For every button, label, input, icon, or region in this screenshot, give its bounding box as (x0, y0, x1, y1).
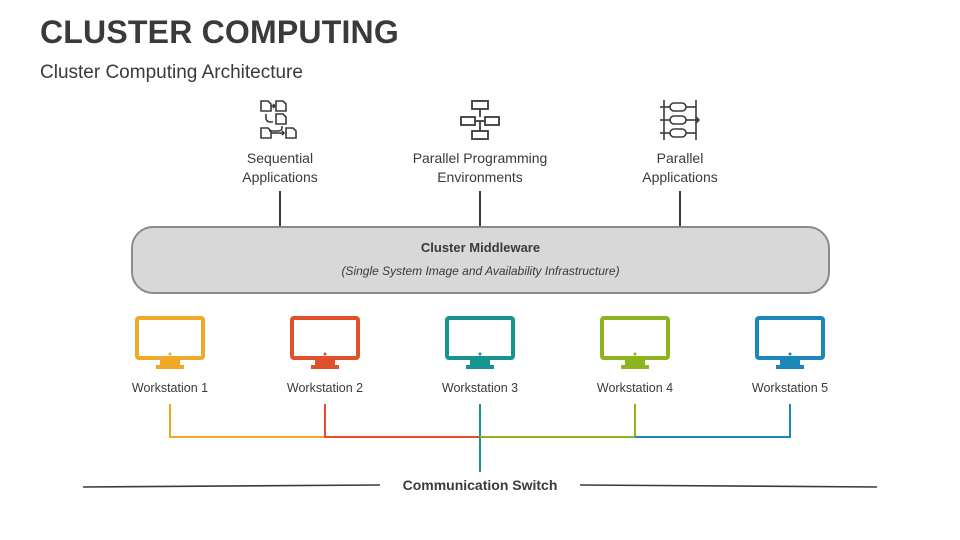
monitor-icon (290, 316, 360, 369)
monitor-icon (135, 316, 205, 369)
communication-switch-label: Communication Switch (402, 477, 558, 493)
workstation-label: Workstation 2 (286, 381, 364, 395)
workstation-label: Workstation 1 (131, 381, 209, 395)
layer-label-parallel-applications: Parallel Applications (580, 149, 780, 187)
workstation-4: Workstation 4 (575, 315, 695, 395)
workstation-label: Workstation 5 (751, 381, 829, 395)
connector-line (679, 191, 681, 227)
layer-label-line: Applications (242, 169, 318, 185)
cluster-middleware-box: Cluster Middleware (Single System Image … (131, 226, 830, 294)
workstation-3: Workstation 3 (420, 315, 540, 395)
connector-line (479, 191, 481, 227)
workstation-label: Workstation 3 (441, 381, 519, 395)
connector-line (279, 191, 281, 227)
layer-label-line: Parallel Programming (412, 150, 548, 166)
monitor-icon (755, 316, 825, 369)
layer-label-parallel-programming-environments: Parallel Programming Environments (380, 149, 580, 187)
workstation-label: Workstation 4 (596, 381, 674, 395)
parallel-process-icon (660, 100, 701, 140)
layer-label-line: Applications (642, 169, 718, 185)
monitor-icon (445, 316, 515, 369)
layer-label-line: Parallel (656, 150, 704, 166)
layer-label-line: Sequential (246, 150, 314, 166)
wire-workstation-2 (324, 404, 480, 438)
middleware-subtitle: (Single System Image and Availability In… (341, 264, 620, 278)
wire-workstation-5 (635, 404, 791, 438)
layer-label-sequential-applications: Sequential Applications (180, 149, 380, 187)
wire-workstation-1 (169, 404, 325, 438)
switch-line-left (82, 484, 381, 488)
page-subtitle: Cluster Computing Architecture (40, 62, 303, 83)
sequential-flow-icon (260, 100, 297, 139)
workstation-1: Workstation 1 (110, 315, 230, 395)
layer-label-line: Environments (437, 169, 523, 185)
switch-line-right (579, 484, 878, 488)
hierarchy-icon (460, 100, 500, 140)
page-title: CLUSTER COMPUTING (40, 14, 399, 50)
monitor-icon (600, 316, 670, 369)
middleware-title: Cluster Middleware (420, 240, 541, 255)
workstation-5: Workstation 5 (730, 315, 850, 395)
wire-workstation-4 (480, 404, 636, 438)
workstation-2: Workstation 2 (265, 315, 385, 395)
